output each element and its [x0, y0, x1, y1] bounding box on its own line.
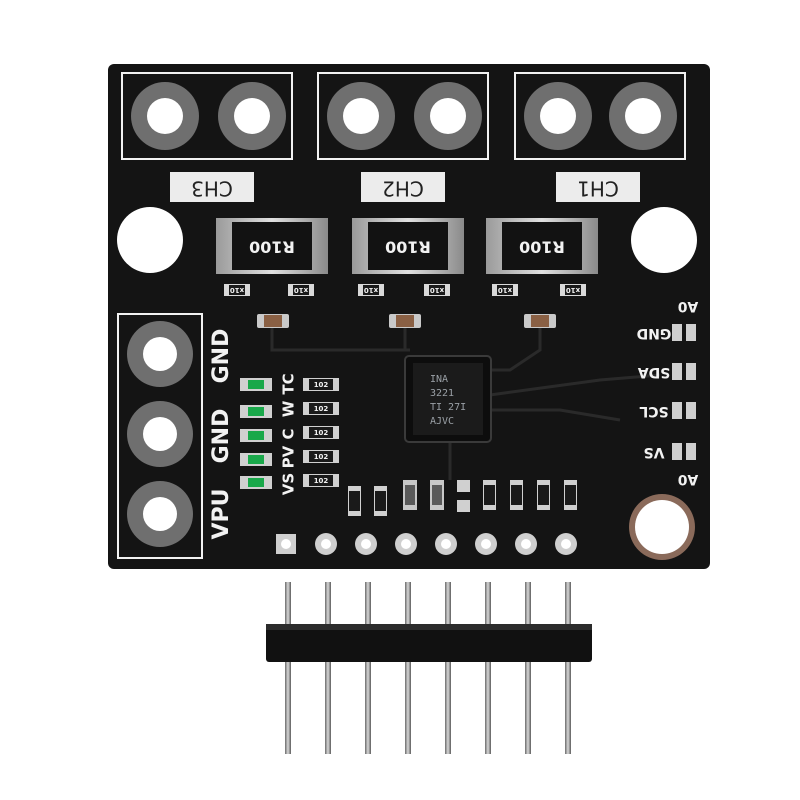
- svg-text:x10: x10: [566, 286, 580, 294]
- svg-text:TI 27I: TI 27I: [430, 402, 466, 413]
- svg-text:R100: R100: [519, 238, 565, 257]
- svg-text:102: 102: [314, 429, 329, 437]
- svg-text:VS: VS: [280, 473, 298, 495]
- channel-ch1: CH1: [514, 72, 686, 202]
- svg-text:SDA: SDA: [638, 364, 671, 380]
- small-resistors: x10 x10 x10 x10 x10 x10: [224, 284, 586, 296]
- svg-text:AJVC: AJVC: [430, 416, 454, 427]
- svg-text:102: 102: [314, 381, 329, 389]
- channel-label-ch2: CH2: [382, 177, 424, 201]
- svg-text:SCL: SCL: [639, 403, 668, 419]
- svg-text:R100: R100: [249, 238, 295, 257]
- led-resistors: 102 102 102 102 102: [303, 378, 339, 487]
- header-pads: [276, 533, 577, 555]
- svg-text:GND: GND: [637, 325, 672, 341]
- svg-text:102: 102: [314, 453, 329, 461]
- bottom-resistors: [348, 480, 577, 516]
- shunt-resistor-3: R100: [486, 218, 598, 274]
- svg-text:3221: 3221: [430, 388, 454, 399]
- svg-text:VS: VS: [644, 444, 665, 460]
- power-terminal: GND GND VPU: [117, 313, 234, 559]
- led-labels: VS PV C W TC: [280, 373, 298, 495]
- svg-text:INA: INA: [430, 374, 448, 385]
- channel-ch3: CH3: [121, 72, 293, 202]
- svg-text:R100: R100: [385, 238, 431, 257]
- svg-text:x10: x10: [364, 286, 378, 294]
- svg-text:C: C: [280, 428, 298, 439]
- svg-text:102: 102: [314, 405, 329, 413]
- label-gnd-top: GND: [209, 329, 234, 384]
- svg-text:A0: A0: [677, 298, 698, 314]
- mounting-hole-left: [117, 207, 183, 273]
- mounting-hole-right: [631, 207, 697, 273]
- svg-text:W: W: [280, 400, 298, 417]
- status-leds: [240, 378, 272, 489]
- shunt-resistor-2: R100: [352, 218, 464, 274]
- capacitors: [257, 314, 556, 328]
- svg-text:102: 102: [314, 477, 329, 485]
- pcb-traces: [270, 328, 661, 480]
- svg-text:x10: x10: [498, 286, 512, 294]
- channel-label-ch3: CH3: [191, 177, 233, 201]
- svg-text:x10: x10: [430, 286, 444, 294]
- channel-label-ch1: CH1: [577, 177, 619, 201]
- pin-header: [266, 582, 592, 754]
- svg-text:A0: A0: [677, 471, 698, 487]
- ina3221-chip: INA 3221 TI 27I AJVC: [404, 355, 492, 443]
- shunt-resistor-1: R100: [216, 218, 328, 274]
- label-gnd-mid: GND: [209, 409, 234, 464]
- address-jumpers: A0 GND SDA SCL VS A0: [637, 298, 699, 487]
- label-vpu: VPU: [209, 488, 234, 539]
- svg-text:PV: PV: [280, 445, 298, 468]
- channel-ch2: CH2: [317, 72, 489, 202]
- svg-text:TC: TC: [280, 373, 298, 394]
- svg-text:x10: x10: [294, 286, 308, 294]
- svg-text:x10: x10: [230, 286, 244, 294]
